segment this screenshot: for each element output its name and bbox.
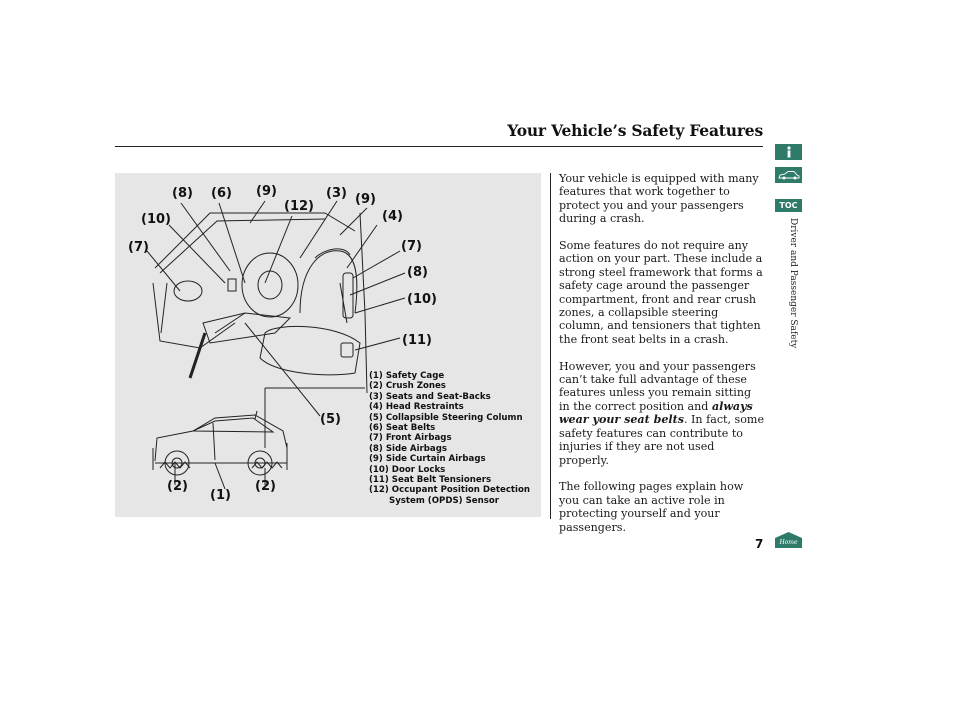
legend-item: (10) Door Locks	[369, 464, 446, 475]
safety-features-illustration: (8) (6) (9) (3) (9) (12) (10) (4) (7) (7…	[115, 173, 541, 517]
callout-3: (3)	[326, 186, 347, 201]
home-label: Home	[778, 539, 798, 546]
legend-item: (9) Side Curtain Airbags	[369, 454, 486, 465]
paragraph-3: However, you and your passengers can’t t…	[559, 360, 764, 467]
legend-item: (3) Seats and Seat-Backs	[369, 391, 491, 402]
callout-12: (12)	[284, 199, 314, 214]
callout-4: (4)	[382, 209, 403, 224]
legend-item: (5) Collapsible Steering Column	[369, 412, 523, 423]
paragraph-3-lead: However, you and your passengers can’t t…	[559, 359, 756, 413]
legend-item: (4) Head Restraints	[369, 402, 464, 413]
figure-legend: (1) Safety Cage (2) Crush Zones (3) Seat…	[369, 371, 530, 506]
legend-item-continued: System (OPDS) Sensor	[389, 495, 499, 506]
callout-9-b: (9)	[355, 192, 376, 207]
home-icon: Home	[775, 532, 802, 548]
paragraph-2: Some features do not require any action …	[559, 239, 763, 346]
car-icon	[777, 171, 799, 180]
callout-7-left: (7)	[128, 240, 149, 255]
legend-item: (2) Crush Zones	[369, 381, 446, 392]
legend-item: (6) Seat Belts	[369, 423, 436, 434]
paragraph-4: The following pages explain how you can …	[559, 480, 744, 534]
callout-8-top: (8)	[172, 186, 193, 201]
home-button[interactable]: Home	[775, 532, 802, 552]
column-divider	[550, 173, 551, 519]
title-rule	[115, 146, 763, 147]
callout-9-a: (9)	[256, 184, 277, 199]
callout-10-right: (10)	[407, 292, 437, 307]
page-title: Your Vehicle’s Safety Features	[507, 121, 763, 140]
legend-item: (12) Occupant Position Detection	[369, 485, 530, 496]
section-tab-label: Driver and Passenger Safety	[788, 218, 798, 349]
callout-5: (5)	[320, 412, 341, 427]
info-icon	[786, 146, 791, 158]
callout-8-right: (8)	[407, 265, 428, 280]
callout-10-left: (10)	[141, 212, 171, 227]
body-text: Your vehicle is equipped with many featu…	[559, 172, 764, 547]
callout-1: (1)	[210, 488, 231, 503]
legend-item: (7) Front Airbags	[369, 433, 452, 444]
legend-item: (8) Side Airbags	[369, 443, 447, 454]
callout-2-right: (2)	[255, 479, 276, 494]
legend-item: (1) Safety Cage	[369, 371, 445, 381]
toc-button[interactable]: TOC	[775, 199, 802, 212]
callout-2-left: (2)	[167, 479, 188, 494]
vehicle-index-button[interactable]	[775, 167, 802, 183]
info-button[interactable]	[775, 144, 802, 160]
legend-item: (11) Seat Belt Tensioners	[369, 475, 492, 486]
paragraph-1: Your vehicle is equipped with many featu…	[559, 172, 759, 226]
paragraph-3-emphasis: always wear your seat belts	[559, 399, 753, 427]
callout-11: (11)	[402, 333, 432, 348]
callout-6: (6)	[211, 186, 232, 201]
paragraph-3-tail: . In fact, some safety features can cont…	[559, 413, 765, 467]
page-number: 7	[755, 537, 764, 551]
interior-and-car-drawing	[146, 200, 406, 490]
callout-7-right: (7)	[401, 239, 422, 254]
